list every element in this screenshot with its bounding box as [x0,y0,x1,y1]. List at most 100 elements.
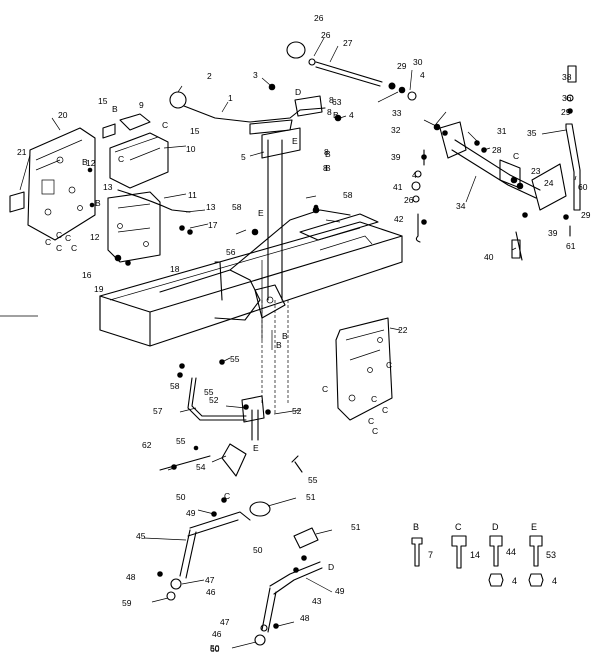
callout-26b: 26 [321,30,331,40]
callout-18: 18 [170,264,180,274]
callout-12b: 12 [90,232,100,242]
legend-letter-b: B [413,522,419,532]
legend-part-b: 7 [428,550,433,560]
callout-60a: 59 [122,598,132,608]
callout-49b: 49 [335,586,345,596]
callout-c7: C [71,243,77,253]
callout-52a: 52 [209,395,219,405]
callout-46b: 46 [212,629,222,639]
legend-bolt-d [489,535,503,567]
callout-51a: 51 [306,492,316,502]
legend-bolt-c [451,535,467,569]
callout-b1: 63 [332,97,342,107]
callout-49a: 49 [186,508,196,518]
callout-b3: B [325,149,331,159]
callout-32: 32 [391,125,401,135]
callout-c4: C [65,233,71,243]
callout-30: 30 [413,57,423,67]
callout-39a: 39 [391,152,401,162]
callout-4b: 4 [420,70,425,80]
callout-50b: 50 [253,545,263,555]
callout-50c: 50 [210,643,220,653]
callouts: 1 2 3 4 4 4 5 8 8 8 8 9 10 11 12 12 13 1… [17,13,591,654]
callout-8c: 8 [324,147,329,157]
callout-62: 61 [566,241,576,251]
callout-23: 23 [531,166,541,176]
legend-letter-e: E [531,522,537,532]
callout-55b: 55 [204,387,214,397]
callout-54: 54 [196,462,206,472]
callout-d2: D [328,562,334,572]
callout-e4: E [253,443,259,453]
callout-1: 1 [228,93,233,103]
knob-and-rod [286,41,417,101]
callout-13a: 13 [103,182,113,192]
callout-26c: 26 [404,195,414,205]
callout-c1: B [112,104,118,114]
far-right-linkage [511,65,581,261]
callout-61: 60 [578,182,588,192]
legend-nut-e [528,573,544,587]
lift-lever [169,83,342,135]
callout-31: 31 [497,126,507,136]
callout-47b: 47 [220,617,230,627]
callout-8a: 8 [329,95,334,105]
callout-55a: 55 [230,354,240,364]
legend-nut-d [488,573,504,587]
right-shaft-assembly [433,121,567,218]
callout-4a: 4 [349,110,354,120]
legend-part-c: 14 [470,550,480,560]
callout-41: 41 [393,182,403,192]
callout-c6: C [56,243,62,253]
callout-33: 33 [392,108,402,118]
callout-15b: 15 [190,126,200,136]
callout-c13: C [368,416,374,426]
callout-b5: B [276,340,282,350]
callout-42: 42 [394,214,404,224]
callout-b4: B [325,163,331,173]
center-small-parts [313,149,427,243]
callout-5: 5 [241,152,246,162]
callout-29a: 29 [397,61,407,71]
legend-letter-d: D [492,522,499,532]
callout-52b: 52 [292,406,302,416]
main-frame [99,206,403,369]
callout-e1: D [295,87,301,97]
callout-12a: 12 [86,158,96,168]
callout-2: 2 [207,71,212,81]
callout-21: 21 [17,147,27,157]
callout-29b: 29 [561,107,571,117]
callout-46a: 46 [206,587,216,597]
callout-c15: C [118,154,124,164]
callout-57: 57 [153,406,163,416]
callout-16: 16 [82,270,92,280]
callout-10: 10 [186,144,196,154]
callout-45: 45 [136,531,146,541]
callout-38: 38 [562,72,572,82]
callout-c8: C [513,151,519,161]
callout-d1: C [224,491,230,501]
callout-59: 58 [232,202,242,212]
callout-39b: 39 [548,228,558,238]
callout-17: 17 [208,220,218,230]
callout-11: 11 [188,190,197,200]
legend-bolt-e [529,535,543,567]
callout-47a: 47 [205,575,215,585]
legend-bolt-b [411,537,423,567]
callout-20: 20 [58,110,68,120]
lower-linkage-center [254,527,323,646]
callout-c11: C [371,394,377,404]
callout-24: 24 [544,178,554,188]
callout-9: 9 [139,100,144,110]
callout-58a: 58 [343,190,353,200]
fastener-legend: B 7 C 14 D 44 4 E 53 4 [411,522,557,587]
left-side-panel [9,127,96,241]
legend-part-e: 53 [546,550,556,560]
callout-c14: C [372,426,378,436]
callout-4c: 4 [412,170,417,180]
callout-13b: 13 [206,202,216,212]
callout-c9: C [322,384,328,394]
leader-lines [19,37,577,649]
callout-60b: 60 [210,644,220,654]
